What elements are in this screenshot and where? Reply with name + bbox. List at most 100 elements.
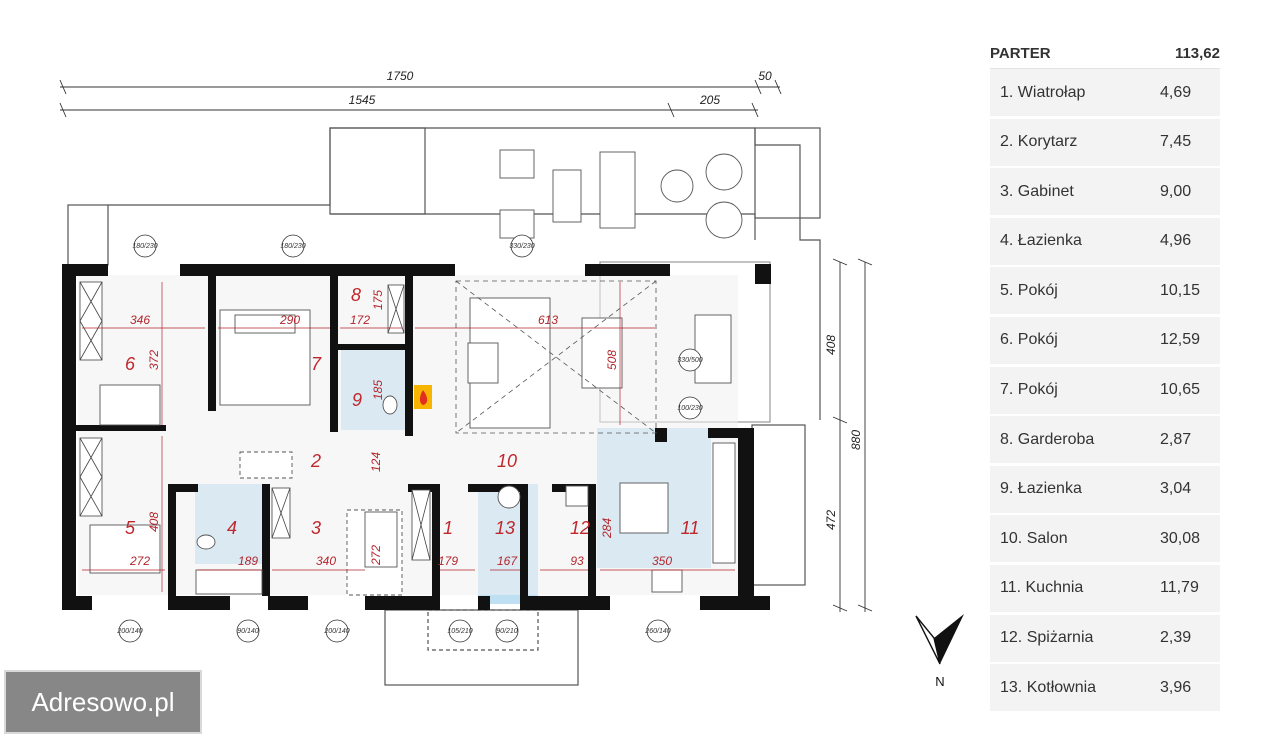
dim-inner: 408 [147, 512, 161, 532]
table-row: 10. Salon 30,08 [990, 515, 1220, 564]
room-area: 4,96 [1160, 232, 1192, 250]
room-label: 11. Kuchnia [1000, 579, 1084, 597]
dim-inner: 167 [497, 554, 518, 568]
dim-inner: 613 [538, 313, 558, 327]
inner-dimension-lines [82, 282, 735, 592]
table-row: 6. Pokój 12,59 [990, 316, 1220, 365]
window-tags: 180/230 180/230 330/230 330/500 100/230 … [116, 243, 702, 635]
dim-inner: 372 [147, 350, 161, 370]
overall-dimensions: 1750 50 1545 205 408 472 880 [349, 69, 863, 530]
room-number-6: 6 [125, 354, 136, 374]
watermark-logo: Adresowo.pl [4, 670, 202, 734]
room-area: 10,65 [1160, 381, 1201, 399]
dim-overall-top: 1750 [387, 69, 414, 83]
floor-total-area: 113,62 [1174, 44, 1220, 62]
room-number-13: 13 [495, 518, 515, 538]
dim-inner: 346 [130, 313, 150, 327]
room-area: 10,15 [1160, 281, 1201, 299]
dim-inner: 350 [652, 554, 672, 568]
room-label: 13. Kotłownia [1000, 678, 1097, 696]
room-area: 4,69 [1160, 83, 1192, 101]
room-number-7: 7 [311, 354, 322, 374]
room-number-3: 3 [311, 518, 321, 538]
room-label: 8. Garderoba [1000, 430, 1095, 448]
room-area: 7,45 [1160, 133, 1192, 151]
furniture [89, 149, 743, 596]
room-label: 12. Spiżarnia [1000, 629, 1094, 647]
window-tag: 330/230 [509, 243, 534, 250]
dim-overall-top-right: 50 [758, 69, 772, 83]
room-label: 3. Gabinet [1000, 182, 1074, 200]
room-label: 5. Pokój [1000, 281, 1058, 299]
room-area: 12,59 [1160, 331, 1201, 349]
dim-second-top: 1545 [349, 93, 376, 107]
dim-inner: 93 [570, 554, 584, 568]
room-label: 6. Pokój [1000, 331, 1058, 349]
watermark-text: Adresowo.pl [31, 686, 175, 717]
room-area: 9,00 [1160, 182, 1192, 200]
window-tag: 100/230 [677, 405, 702, 412]
room-area: 3,04 [1160, 480, 1192, 498]
floor-name: PARTER [990, 44, 1051, 62]
window-tag: 180/230 [280, 243, 305, 250]
table-row: 9. Łazienka 3,04 [990, 465, 1220, 514]
dim-inner: 340 [316, 554, 336, 568]
room-numbers: 1 2 3 4 5 6 7 8 9 10 11 12 13 [125, 285, 699, 538]
dim-right-total: 880 [849, 430, 863, 450]
flame-icon [419, 390, 428, 405]
room-number-11: 11 [681, 518, 700, 538]
window-tag: 180/230 [132, 243, 157, 250]
dim-inner: 179 [438, 554, 458, 568]
dim-inner: 185 [371, 380, 385, 400]
room-number-8: 8 [351, 285, 361, 305]
dim-inner: 189 [238, 554, 258, 568]
dim-right-lower: 472 [824, 510, 838, 530]
dim-inner: 272 [129, 554, 150, 568]
dim-inner: 124 [369, 452, 383, 472]
dim-second-top-right: 205 [699, 93, 720, 107]
room-number-9: 9 [352, 390, 362, 410]
room-area: 30,08 [1160, 529, 1201, 547]
table-row: 8. Garderoba 2,87 [990, 416, 1220, 465]
dimension-lines [59, 79, 873, 612]
room-label: 7. Pokój [1000, 381, 1058, 399]
dim-inner: 272 [369, 545, 383, 566]
dim-inner: 290 [279, 313, 300, 327]
room-area: 3,96 [1160, 678, 1192, 696]
room-area: 2,39 [1160, 629, 1192, 647]
floor-plan: 180/230 180/230 330/230 330/500 100/230 … [59, 69, 873, 686]
room-label: 10. Salon [1000, 529, 1068, 547]
dim-inner: 172 [350, 313, 370, 327]
room-number-5: 5 [125, 518, 136, 538]
room-label: 1. Wiatrołap [1000, 83, 1086, 101]
table-row: 13. Kotłownia 3,96 [990, 664, 1220, 713]
window-tag: 200/140 [323, 628, 349, 635]
room-number-10: 10 [497, 451, 517, 471]
room-area: 2,87 [1160, 430, 1192, 448]
table-row: 12. Spiżarnia 2,39 [990, 614, 1220, 663]
room-number-12: 12 [570, 518, 590, 538]
walls [62, 264, 771, 610]
dim-inner: 175 [371, 290, 385, 310]
window-tag: 260/140 [644, 628, 670, 635]
wardrobes [79, 281, 431, 561]
table-row: 11. Kuchnia 11,79 [990, 564, 1220, 613]
room-area: 11,79 [1160, 579, 1199, 597]
salon-cross [455, 280, 657, 434]
room-label: 4. Łazienka [1000, 232, 1082, 250]
table-row: 4. Łazienka 4,96 [990, 217, 1220, 266]
north-arrow-icon: N [915, 614, 964, 689]
window-tag: 200/140 [116, 628, 142, 635]
table-row: 5. Pokój 10,15 [990, 267, 1220, 316]
room-number-4: 4 [227, 518, 237, 538]
window-tag: 105/210 [447, 628, 472, 635]
inner-dimensions: 346 372 290 172 175 185 613 508 124 408 … [129, 290, 672, 568]
north-label: N [935, 674, 944, 689]
room-number-2: 2 [310, 451, 321, 471]
window-tag-circles [118, 234, 702, 643]
table-row: 1. Wiatrołap 4,69 [990, 69, 1220, 117]
window-tag: 90/140 [237, 628, 259, 635]
dim-inner: 508 [605, 350, 619, 370]
room-label: 9. Łazienka [1000, 480, 1082, 498]
